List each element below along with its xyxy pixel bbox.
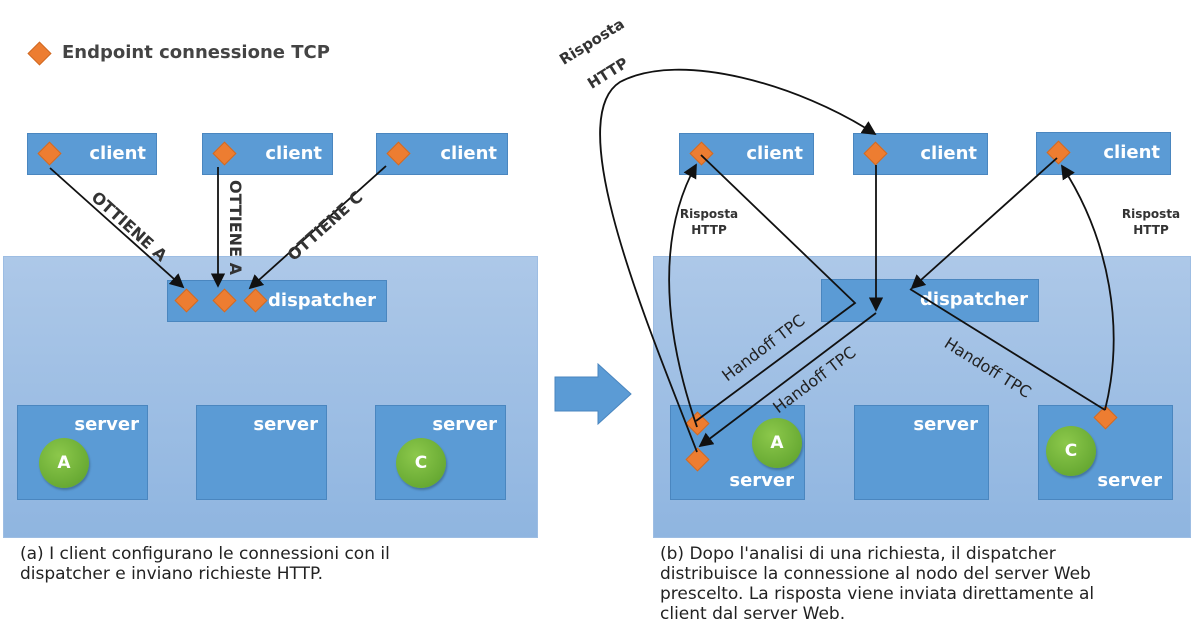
- left-dispatcher: dispatcher: [167, 280, 387, 322]
- right-dispatcher: dispatcher: [821, 279, 1039, 322]
- handoff-path-1: [695, 154, 857, 422]
- left-arrow-1: [49, 167, 185, 289]
- right-server-2: server: [854, 405, 989, 500]
- legend-label: Endpoint connessione TCP: [62, 42, 330, 63]
- response-loop-arrow: [599, 68, 877, 453]
- left-caption: (a) I client configurano le connessioni …: [20, 544, 390, 584]
- request-arrow-client3: [910, 157, 1058, 290]
- response-arrow-client3: [1061, 164, 1115, 411]
- left-server-2: server: [196, 405, 327, 500]
- left-arrow-3: [248, 165, 387, 290]
- left-client-3: client: [376, 133, 508, 175]
- handoff-path-2: [698, 312, 877, 448]
- right-arrow-icon: [554, 363, 632, 425]
- left-ball-a: A: [39, 438, 89, 488]
- response-right-label: Risposta HTTP: [1121, 207, 1181, 237]
- response-left-label: Risposta HTTP: [679, 207, 739, 237]
- right-caption: (b) Dopo l'analisi di una richiesta, il …: [660, 544, 1095, 624]
- right-ball-c: C: [1046, 426, 1096, 476]
- handoff-path-3: [909, 288, 1106, 411]
- response-arrow-client1: [668, 163, 698, 428]
- left-arrows: [49, 165, 387, 290]
- right-ball-a: A: [752, 418, 802, 468]
- left-ball-c: C: [396, 438, 446, 488]
